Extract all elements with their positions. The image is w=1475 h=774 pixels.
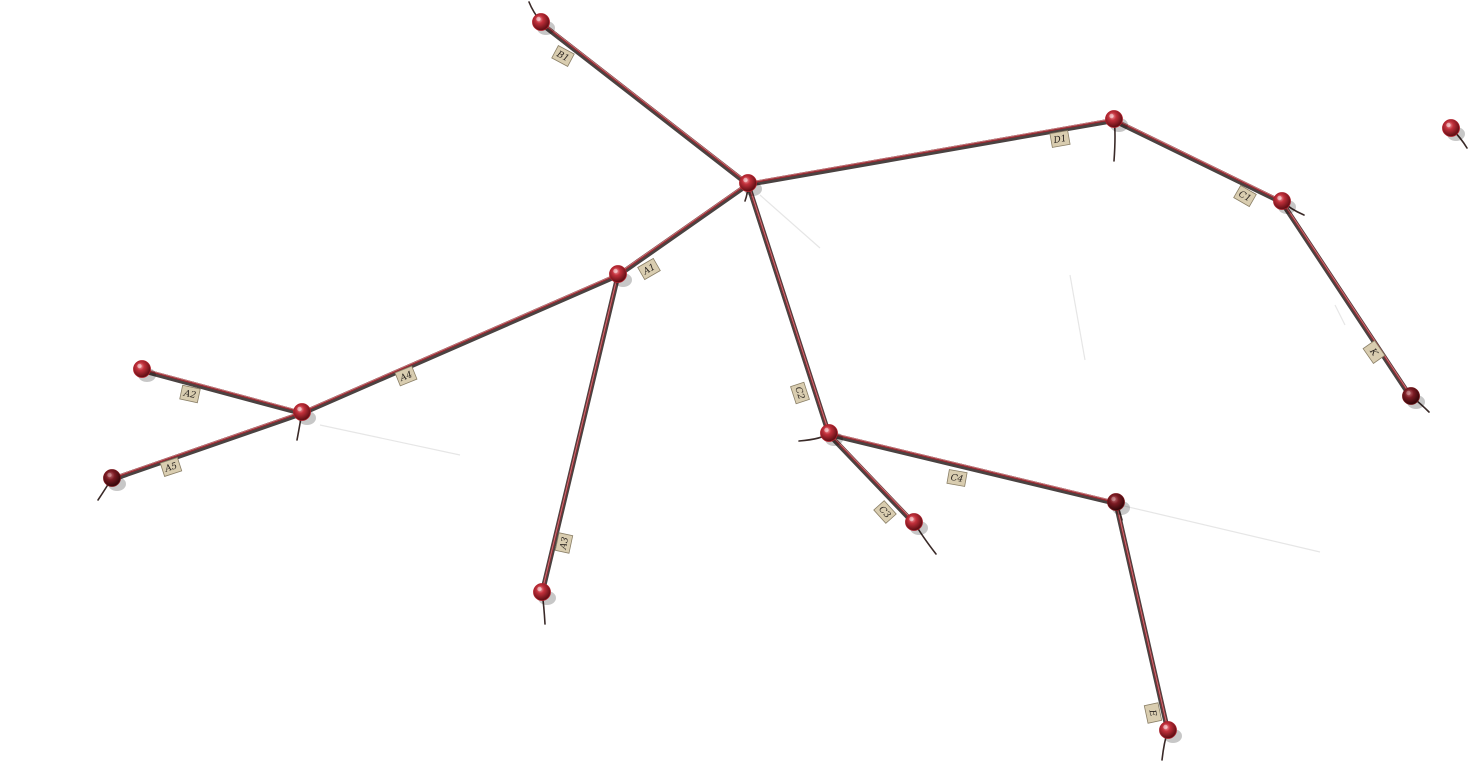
pin-shine bbox=[137, 364, 141, 368]
tag-K[interactable]: K bbox=[1363, 341, 1385, 364]
string-C2-node-C4-node bbox=[829, 432, 1116, 501]
string-A1-node-A-junction bbox=[302, 274, 618, 412]
tag-C2[interactable]: C2 bbox=[791, 382, 810, 403]
string-hub-A1-node bbox=[618, 185, 748, 276]
pin-shine bbox=[824, 428, 828, 432]
string-hub-D1-node bbox=[748, 119, 1114, 183]
pin-shine bbox=[1446, 123, 1450, 127]
string-D1-node-C1-node bbox=[1114, 121, 1282, 203]
pin-shine bbox=[1277, 196, 1281, 200]
pin-head bbox=[740, 175, 757, 192]
string-hub-D1-node bbox=[748, 121, 1114, 185]
pin-head bbox=[294, 404, 311, 421]
pin-E-end[interactable] bbox=[1160, 722, 1183, 744]
pin-A3-end[interactable] bbox=[534, 584, 557, 606]
string-D1-node-C1-node bbox=[1114, 118, 1282, 200]
string-C2-node-C4-node bbox=[829, 433, 1116, 502]
pin-head bbox=[533, 14, 550, 31]
string-D1-node-C1-node bbox=[1114, 119, 1282, 201]
string-A-junction-A5-end bbox=[112, 414, 302, 480]
pin-shine bbox=[743, 178, 747, 182]
pin-shine bbox=[1109, 114, 1113, 118]
string-A-junction-A5-end bbox=[112, 411, 302, 477]
pin-head bbox=[610, 266, 627, 283]
pin-head bbox=[906, 514, 923, 531]
string-A-junction-A2-end bbox=[142, 369, 302, 412]
string-hub-B1-end bbox=[541, 22, 748, 183]
pin-C2-node[interactable] bbox=[821, 425, 844, 447]
pin-shine bbox=[1163, 725, 1167, 729]
string-A-junction-A2-end bbox=[142, 368, 302, 411]
pin-head bbox=[1274, 193, 1291, 210]
pin-shine bbox=[297, 407, 301, 411]
pin-C3-end[interactable] bbox=[906, 514, 929, 536]
string-hub-B1-end bbox=[541, 21, 748, 182]
string-hub-A1-node bbox=[618, 183, 748, 274]
tag-E[interactable]: E bbox=[1144, 703, 1161, 724]
pin-shine bbox=[1406, 391, 1410, 395]
pin-head bbox=[1443, 120, 1460, 137]
string-A-junction-A5-end bbox=[112, 412, 302, 478]
pin-shine bbox=[536, 17, 540, 21]
string-hub-D1-node bbox=[748, 118, 1114, 182]
string-hub-B1-end bbox=[541, 24, 748, 185]
string-C1-node-K-end bbox=[1282, 200, 1411, 395]
string-C4-node-E-end bbox=[1116, 501, 1168, 729]
pin-C1-node[interactable] bbox=[1274, 193, 1297, 215]
pin-head bbox=[1108, 494, 1125, 511]
string-A-junction-A2-end bbox=[142, 371, 302, 414]
string-hub-A1-node bbox=[618, 182, 748, 273]
tag-D1[interactable]: D1 bbox=[1050, 131, 1070, 148]
string-connections bbox=[112, 21, 1411, 731]
pin-C4-node[interactable] bbox=[1108, 494, 1131, 516]
pin-shine bbox=[107, 473, 111, 477]
pins bbox=[104, 14, 1466, 744]
faint-guidelines bbox=[320, 195, 1345, 552]
pin-hub[interactable] bbox=[740, 175, 763, 197]
pin-K-end[interactable] bbox=[1403, 388, 1426, 410]
pin-tails bbox=[98, 2, 1467, 760]
string-A1-node-A-junction bbox=[302, 273, 618, 411]
string-A1-node-A-junction bbox=[302, 276, 618, 414]
pin-B1-end[interactable] bbox=[533, 14, 556, 36]
pin-head bbox=[534, 584, 551, 601]
pin-shine bbox=[537, 587, 541, 591]
pin-head bbox=[821, 425, 838, 442]
pin-head bbox=[134, 361, 151, 378]
pin-D1-node[interactable] bbox=[1106, 111, 1129, 133]
pin-shine bbox=[909, 517, 913, 521]
string-C2-node-C4-node bbox=[829, 435, 1116, 504]
pin-A2-end[interactable] bbox=[134, 361, 157, 383]
string-A1-node-A3-end bbox=[542, 273, 618, 591]
pin-head bbox=[1403, 388, 1420, 405]
tag-C4[interactable]: C4 bbox=[947, 470, 967, 487]
pin-shine bbox=[613, 269, 617, 273]
pin-head bbox=[104, 470, 121, 487]
pin-head bbox=[1160, 722, 1177, 739]
pin-head bbox=[1106, 111, 1123, 128]
pin-isolated[interactable] bbox=[1443, 120, 1466, 142]
pin-shine bbox=[1111, 497, 1115, 501]
